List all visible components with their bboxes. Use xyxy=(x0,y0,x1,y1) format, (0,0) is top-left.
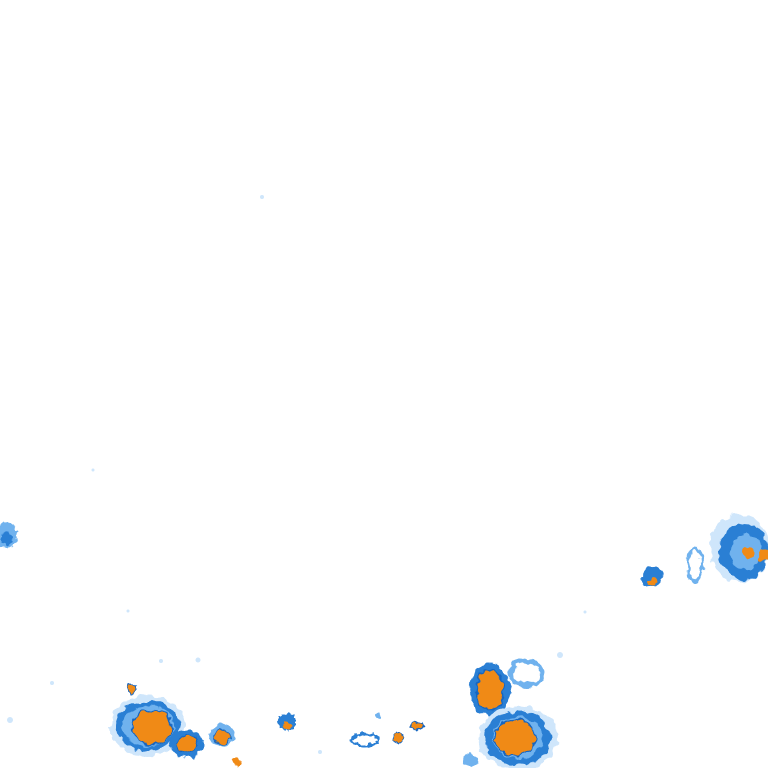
blob-cluster-bottom-right xyxy=(462,658,558,768)
faint-specks xyxy=(7,195,587,754)
blob-small-middle xyxy=(278,713,424,748)
blob-cluster-right xyxy=(642,514,768,588)
blob-cluster-bottom-left xyxy=(110,684,241,766)
blob-left-edge xyxy=(0,522,17,548)
